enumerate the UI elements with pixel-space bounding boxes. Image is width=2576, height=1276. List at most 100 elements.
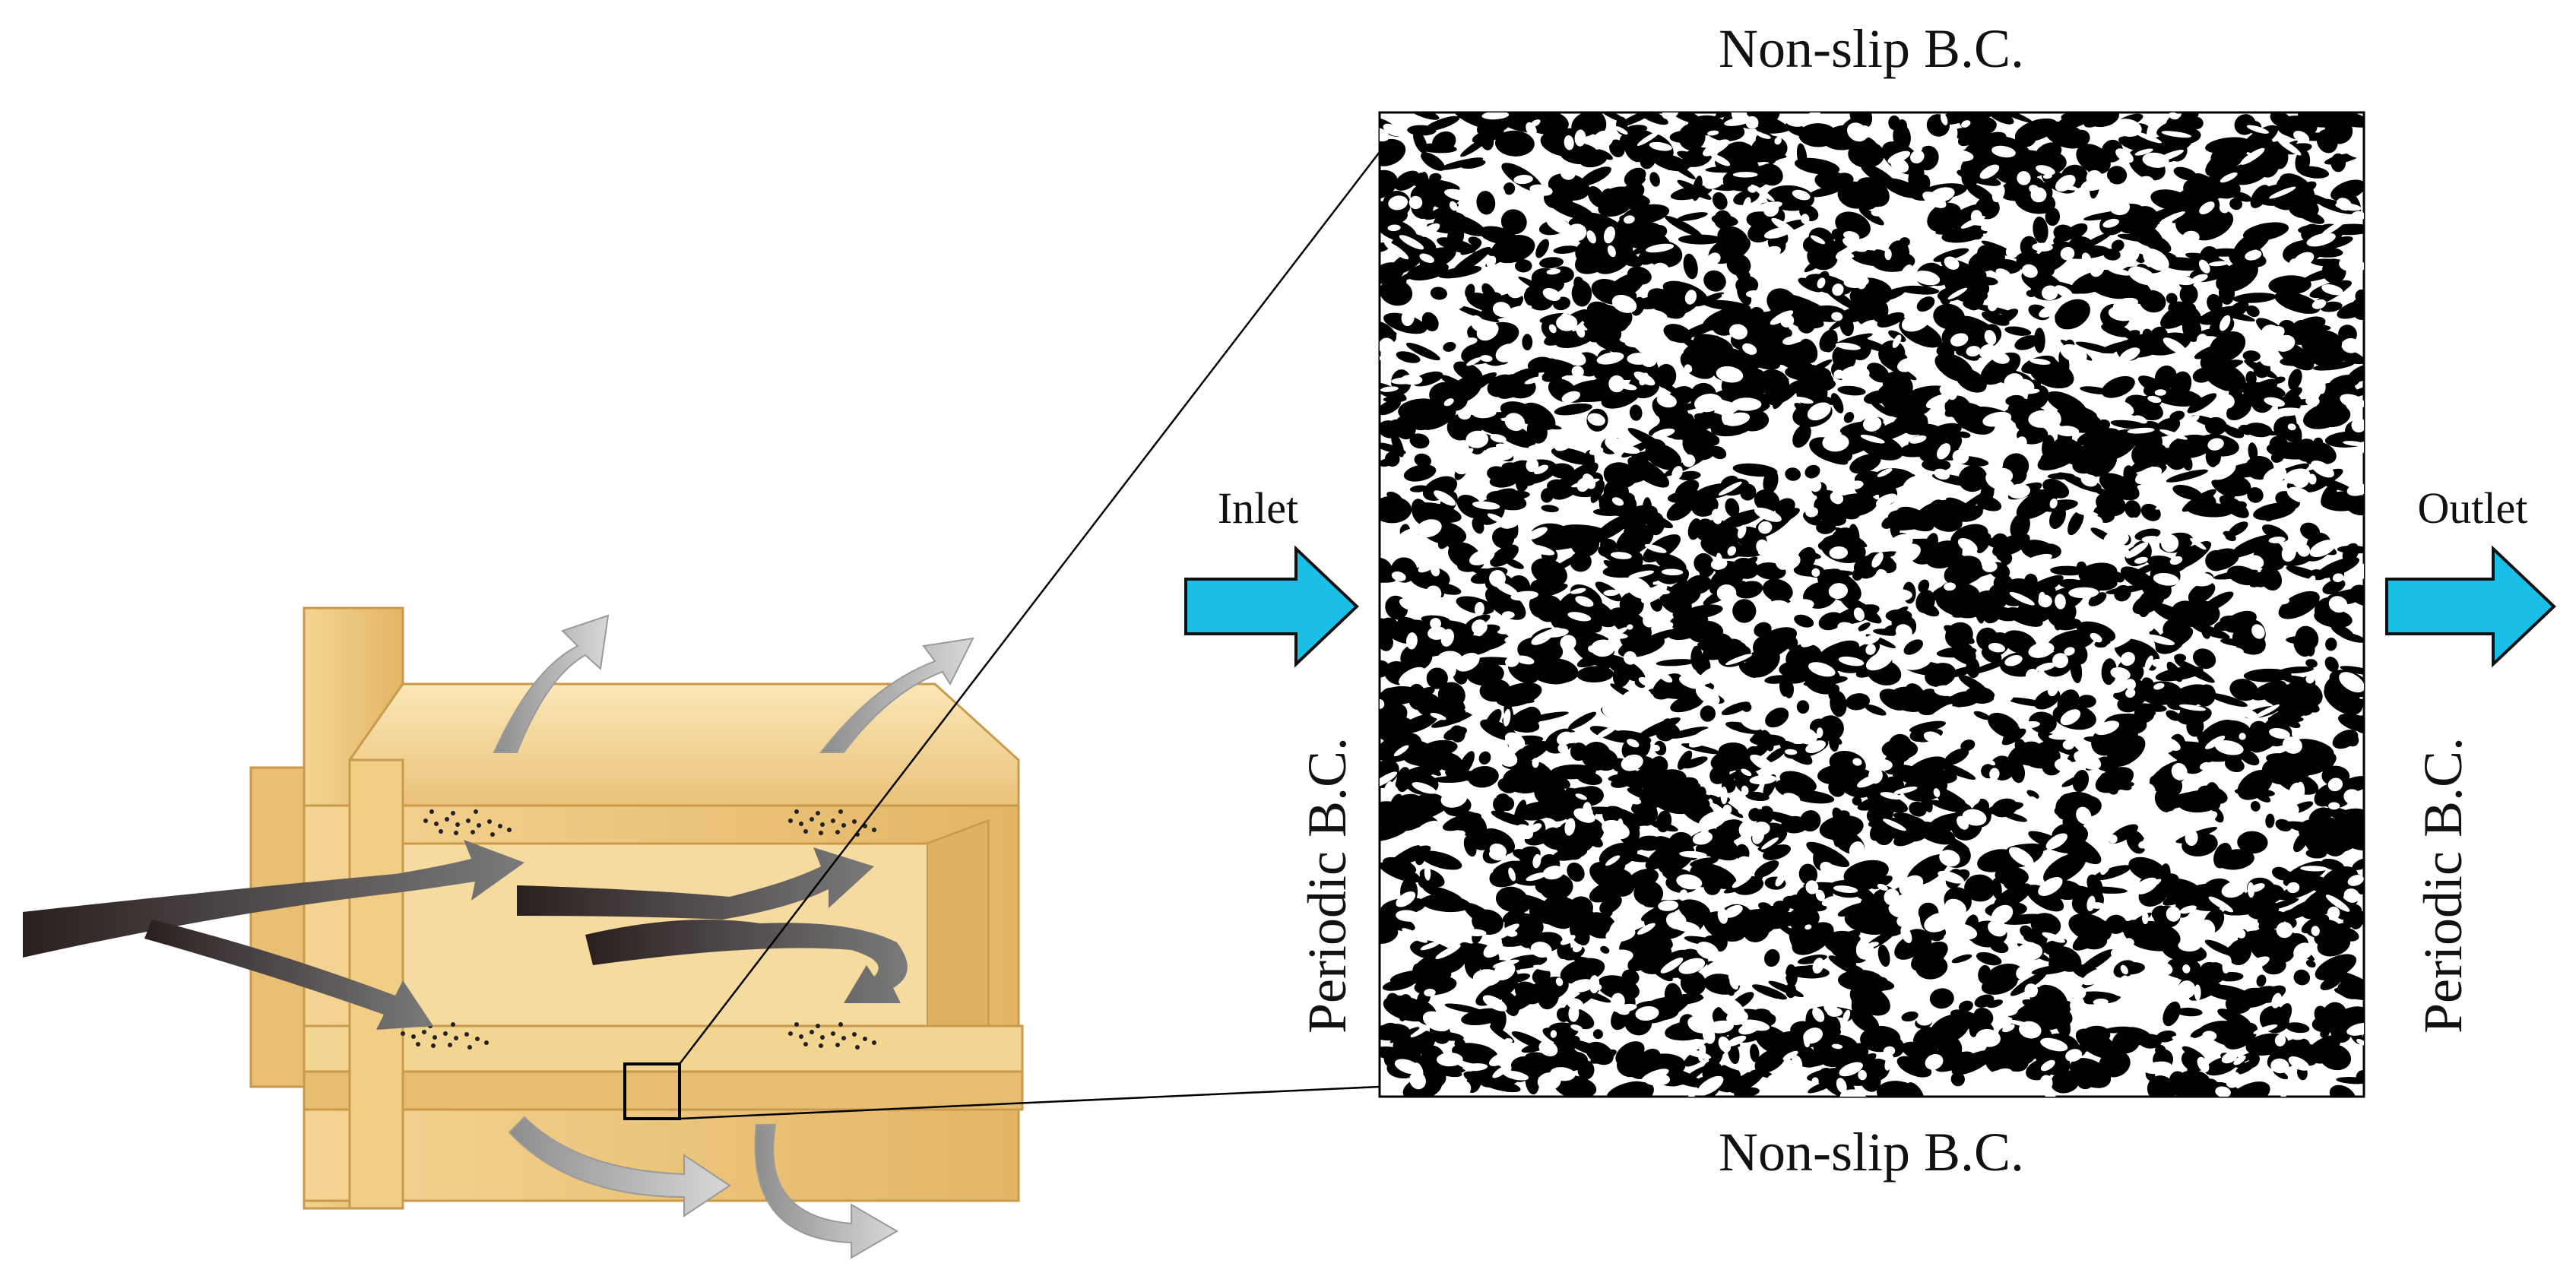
pore-solid-grain xyxy=(2191,210,2234,241)
pore-solid-grain xyxy=(1883,1087,1910,1097)
pore-void xyxy=(1893,630,1911,642)
pore-solid-grain xyxy=(1467,765,1499,788)
pore-solid-grain xyxy=(1541,369,1564,382)
pore-void xyxy=(1492,1065,1510,1078)
pore-solid-grain xyxy=(1773,901,1790,913)
pore-solid-grain xyxy=(1553,847,1588,861)
pore-void xyxy=(2169,556,2183,565)
pore-solid-grain xyxy=(1755,112,1780,127)
pore-void xyxy=(1476,733,1489,744)
pore-void xyxy=(2055,426,2080,437)
pore-solid-grain xyxy=(1922,458,1951,472)
pore-void xyxy=(2182,230,2200,244)
pore-solid-grain xyxy=(1495,886,1529,913)
pore-solid-grain xyxy=(1903,639,1924,655)
pore-void xyxy=(2221,1051,2238,1064)
pore-solid-grain xyxy=(2237,831,2268,854)
pore-void xyxy=(2110,666,2131,680)
pore-solid-grain xyxy=(2162,878,2207,910)
pore-void xyxy=(1448,913,1466,928)
pore-solid-grain xyxy=(2171,435,2198,458)
pore-void xyxy=(2191,274,2208,283)
pore-solid-grain xyxy=(1568,711,1597,730)
pore-void xyxy=(2357,442,2364,453)
pore-void xyxy=(2155,500,2176,510)
pore-solid-grain xyxy=(1785,983,1797,999)
pore-solid-grain xyxy=(1580,166,1611,186)
pore-solid-grain xyxy=(2124,500,2141,518)
pore-solid-grain xyxy=(1605,654,1646,682)
pore-void xyxy=(1865,651,1893,671)
pore-void xyxy=(2233,1055,2246,1065)
pore-solid-grain xyxy=(1788,377,1836,394)
pore-solid-grain xyxy=(1386,828,1396,836)
pore-solid-grain xyxy=(1944,748,1969,765)
pore-void xyxy=(1592,688,1608,700)
pore-void xyxy=(1990,351,2010,364)
pore-solid-grain xyxy=(1637,112,1668,125)
pore-solid-grain xyxy=(2014,739,2026,755)
pore-solid-grain xyxy=(1993,574,2014,593)
pore-solid-grain xyxy=(2327,587,2364,599)
pore-void xyxy=(1980,219,2004,232)
pore-void xyxy=(2200,919,2216,937)
pore-solid-grain xyxy=(1866,791,1908,813)
pore-void xyxy=(2076,510,2099,517)
pore-solid-grain xyxy=(2305,659,2318,668)
pore-solid-grain xyxy=(2227,1081,2270,1097)
pore-void xyxy=(1633,371,1656,386)
pore-void xyxy=(1798,1068,1808,1081)
pore-void xyxy=(1663,622,1674,629)
pore-solid-grain xyxy=(1683,253,1698,280)
pore-void xyxy=(1842,1009,1851,1024)
pore-solid-grain xyxy=(2078,562,2118,584)
pore-solid-grain xyxy=(2035,223,2047,233)
pore-solid-grain xyxy=(2205,549,2227,572)
pore-void xyxy=(2124,938,2134,947)
pore-void xyxy=(1554,437,1574,451)
pore-void xyxy=(1504,732,1526,750)
pore-void xyxy=(2052,653,2069,669)
pore-solid-grain xyxy=(2284,901,2310,918)
pore-solid-grain xyxy=(1706,839,1726,860)
pore-solid-grain xyxy=(2305,960,2316,968)
pore-void xyxy=(1897,357,1918,372)
pore-solid-grain xyxy=(1995,866,2029,886)
pore-void xyxy=(1437,299,1467,313)
pore-void xyxy=(1575,596,1594,607)
pore-solid-grain xyxy=(1906,1082,1925,1097)
pore-solid-grain xyxy=(1419,193,1457,213)
pore-void xyxy=(1694,394,1722,413)
pore-void xyxy=(1416,820,1439,834)
pore-void xyxy=(1503,708,1511,727)
pore-void xyxy=(1871,758,1893,771)
pore-void xyxy=(1834,985,1843,997)
pore-void xyxy=(1424,866,1431,881)
pore-solid-grain xyxy=(1410,801,1452,822)
pore-void xyxy=(2113,252,2140,271)
pore-solid-grain xyxy=(1745,326,1792,347)
pore-void xyxy=(2293,942,2313,961)
pore-solid-grain xyxy=(2113,272,2153,305)
pore-solid-grain xyxy=(2225,757,2245,773)
pore-solid-grain xyxy=(1456,494,1484,519)
pore-solid-grain xyxy=(2220,615,2250,632)
pore-structure-pattern xyxy=(1380,112,2364,1097)
pore-void xyxy=(2090,261,2105,277)
pore-void xyxy=(1852,758,1862,766)
pore-void xyxy=(1679,850,1707,858)
pore-void xyxy=(1555,977,1564,986)
pore-solid-grain xyxy=(1930,510,1963,532)
pore-solid-grain xyxy=(1409,433,1430,449)
pore-solid-grain xyxy=(1677,750,1693,770)
pore-solid-grain xyxy=(1570,551,1592,572)
pore-void xyxy=(1646,243,1675,253)
pore-solid-grain xyxy=(2209,331,2246,363)
pore-void xyxy=(1399,235,1424,250)
pore-void xyxy=(1726,1010,1748,1025)
pore-solid-grain xyxy=(2010,513,2030,540)
pore-void xyxy=(2003,436,2013,445)
pore-void xyxy=(2115,148,2134,163)
pore-void xyxy=(1900,264,1912,279)
pore-void xyxy=(2273,407,2302,416)
